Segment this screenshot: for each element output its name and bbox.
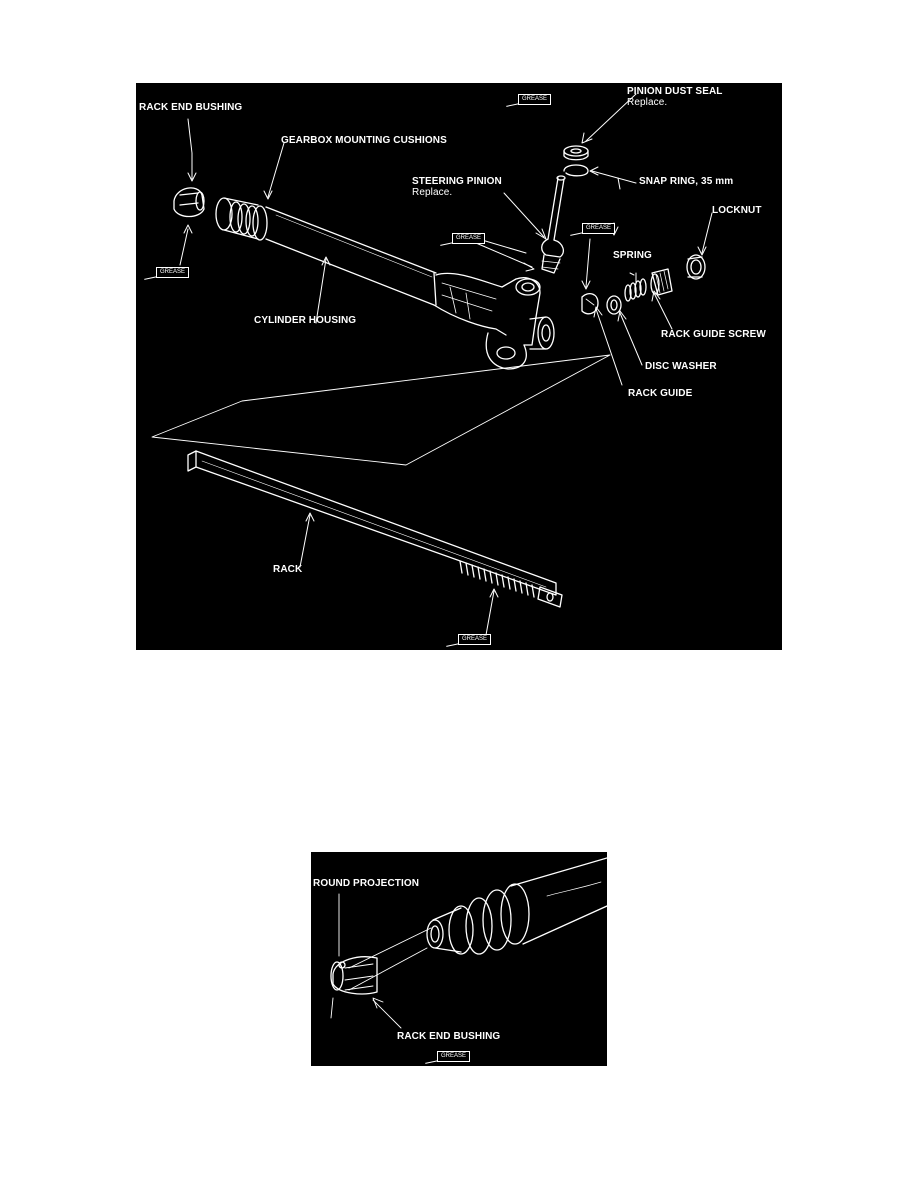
detail-view-drawing <box>330 857 607 1029</box>
label-rack-end-bushing: RACK END BUSHING <box>139 102 243 113</box>
disc-washer-part <box>606 295 622 315</box>
pinion-dust-seal-part <box>563 145 589 161</box>
rack-end-bushing-part <box>330 956 378 995</box>
grease-tag: GREASE <box>425 1051 485 1064</box>
label-rack-guide-screw: RACK GUIDE SCREW <box>661 329 766 340</box>
exploded-view-panel: RACK END BUSHING GEARBOX MOUNTING CUSHIO… <box>136 83 782 650</box>
grease-tag: GREASE <box>570 223 630 236</box>
grease-tag: GREASE <box>446 634 506 647</box>
snap-ring-part <box>563 164 589 177</box>
mounting-cushion-part <box>215 197 268 241</box>
label-snap-ring: SNAP RING, 35 mm <box>639 176 734 187</box>
label-cylinder-housing: CYLINDER HOUSING <box>254 315 357 326</box>
rack-part <box>187 450 563 608</box>
label-detail-rack-end-bushing: RACK END BUSHING <box>397 1031 501 1042</box>
rack-outline <box>151 354 611 466</box>
cylinder-housing-part <box>265 206 555 370</box>
locknut-part <box>686 254 706 280</box>
grease-tag: GREASE <box>144 267 204 280</box>
grease-tag: GREASE <box>506 94 566 107</box>
label-gearbox-mounting-cushions: GEARBOX MOUNTING CUSHIONS <box>281 135 447 146</box>
label-round-projection: ROUND PROJECTION <box>313 878 420 889</box>
label-locknut: LOCKNUT <box>712 205 762 216</box>
label-pinion-dust-seal: PINION DUST SEAL Replace. <box>627 86 723 108</box>
label-pinion-dust-seal-note: Replace. <box>627 97 668 108</box>
label-steering-pinion: STEERING PINION Replace. <box>412 176 502 198</box>
tube-end-part <box>426 857 607 955</box>
rack-guide-part <box>581 292 599 315</box>
rack-end-bushing-part <box>173 187 205 218</box>
label-steering-pinion-note: Replace. <box>412 187 453 198</box>
steering-pinion-part <box>541 175 566 274</box>
label-rack-guide: RACK GUIDE <box>628 388 693 399</box>
grease-tag: GREASE <box>440 233 500 246</box>
spring-part <box>624 278 647 302</box>
exploded-view-drawing <box>151 93 713 636</box>
detail-leader-lines <box>330 893 432 1029</box>
detail-view-panel: ROUND PROJECTION RACK END BUSHING GREASE <box>311 852 607 1066</box>
label-disc-washer: DISC WASHER <box>645 361 717 372</box>
label-rack: RACK <box>273 564 303 575</box>
label-spring: SPRING <box>613 250 652 261</box>
